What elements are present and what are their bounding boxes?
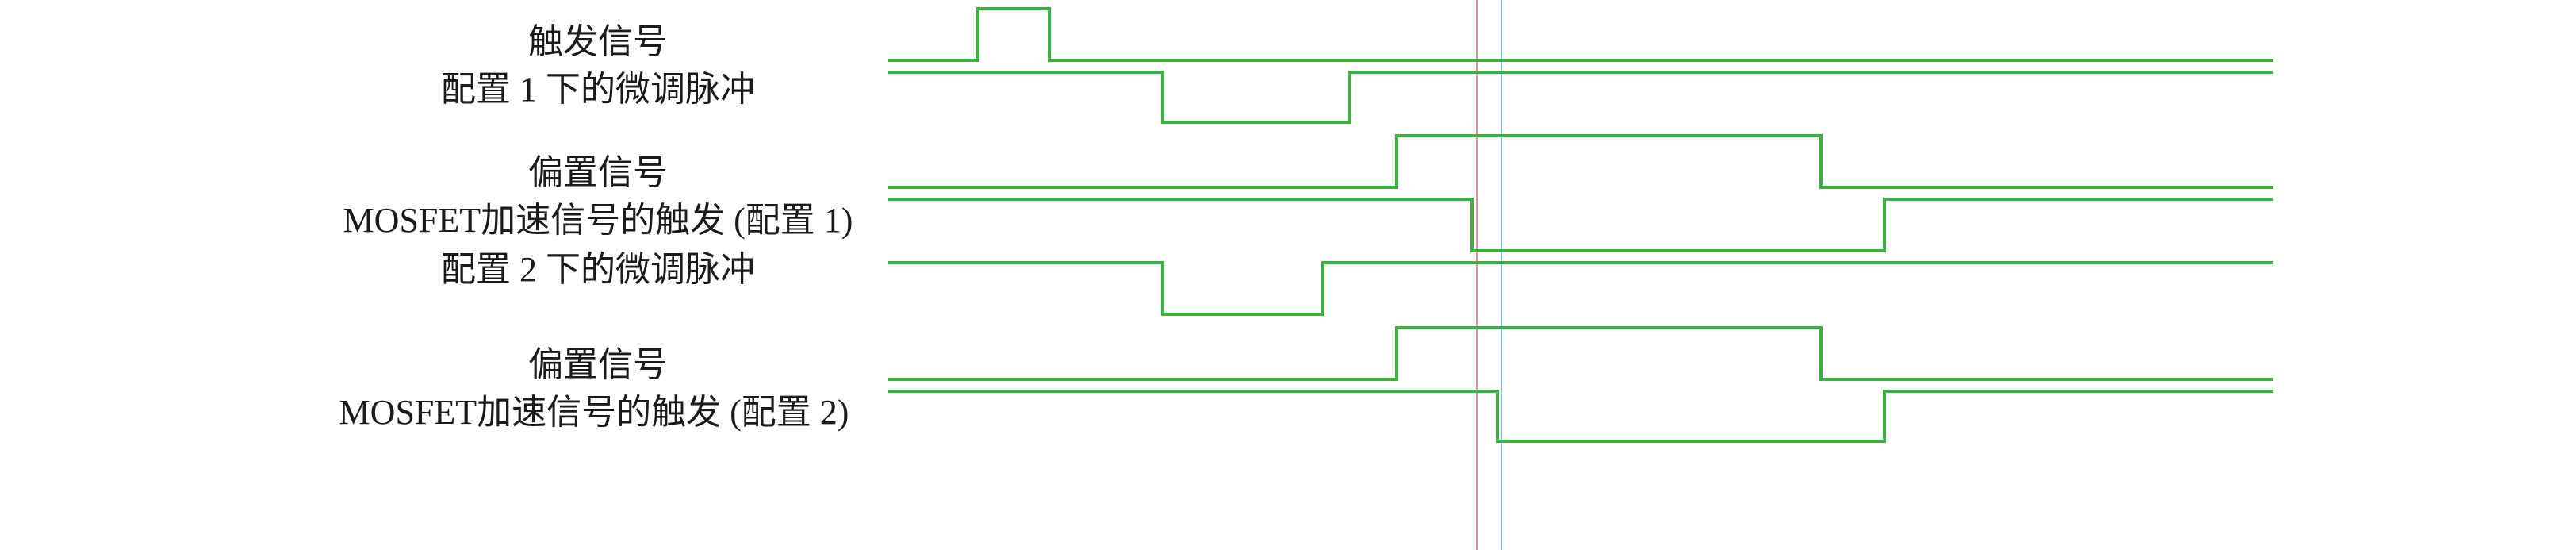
- label-bias-signal-2: 偏置信号: [528, 345, 668, 384]
- label-trigger-signal: 触发信号: [528, 22, 668, 61]
- label-mosfet-signal-2: MOSFET加速信号的触发 (配置 2): [339, 393, 849, 432]
- label-mosfet-signal-1: MOSFET加速信号的触发 (配置 1): [343, 201, 853, 240]
- bias-signal-2-waveform: [888, 326, 2273, 381]
- trim-pulse-2-waveform: [888, 261, 2273, 316]
- label-trim-pulse-2: 配置 2 下的微调脉冲: [441, 250, 755, 289]
- label-trim-pulse-1: 配置 1 下的微调脉冲: [441, 70, 755, 109]
- trigger-signal-waveform: [888, 7, 2273, 62]
- bias-signal-1-waveform: [888, 134, 2273, 189]
- trim-pulse-1-waveform: [888, 71, 2273, 124]
- mosfet-signal-1-waveform: [888, 198, 2273, 252]
- mosfet-signal-2-waveform: [888, 390, 2273, 443]
- label-bias-signal-1: 偏置信号: [528, 153, 668, 192]
